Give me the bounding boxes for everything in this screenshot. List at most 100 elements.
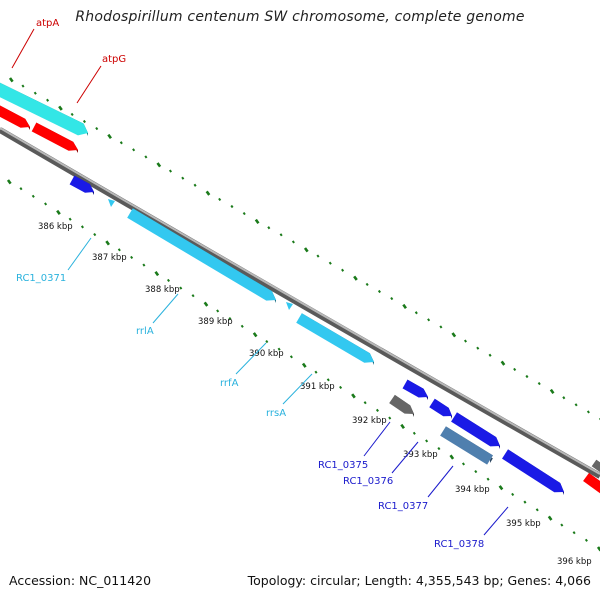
gene-label-RC1_0371[interactable]: RC1_0371: [16, 273, 66, 284]
gene-label-RC1_0375[interactable]: RC1_0375: [318, 460, 368, 471]
tick-mark-0-21: [267, 226, 271, 230]
tick-mark-0-28: [353, 275, 358, 281]
tick-mark-0-20: [254, 218, 260, 225]
leader-line-atpG: [76, 65, 102, 104]
tick-mark-1-7: [93, 232, 97, 237]
tick-mark-0-6: [82, 119, 86, 124]
tick-mark-0-17: [218, 197, 222, 201]
gene-label-RC1_0377[interactable]: RC1_0377: [378, 501, 428, 512]
tick-mark-0-47: [586, 410, 590, 414]
tick-mark-1-9: [117, 248, 121, 252]
gene-label-atpA[interactable]: atpA: [36, 18, 59, 29]
tick-mark-1-46: [572, 531, 576, 535]
tick-mark-0-30: [377, 289, 381, 294]
tick-mark-0-29: [365, 282, 369, 286]
tick-mark-1-45: [560, 523, 564, 527]
tick-mark-1-35: [437, 447, 441, 451]
gene-atpA-red-segment-face: [0, 105, 30, 128]
gene-RC1_0376-bar: [429, 398, 452, 419]
gene-rrfA-bar-face: [296, 313, 374, 363]
backbone-shadow: [0, 127, 600, 479]
tick-mark-1-8: [105, 240, 110, 246]
tick-mark-0-19: [242, 212, 246, 216]
tick-mark-1-38: [474, 469, 478, 474]
gene-gray-bar-face: [389, 394, 414, 414]
tick-mark-1-48: [596, 546, 600, 552]
tick-mark-1-39: [486, 477, 490, 481]
gene-atpG-bar-face: [31, 122, 78, 151]
tick-mark-0-46: [574, 403, 578, 407]
leader-line-RC1_0375: [363, 421, 391, 457]
tick-mark-1-4: [56, 209, 61, 215]
tick-mark-1-11: [142, 263, 146, 267]
gene-label-rrfA[interactable]: rrfA: [220, 378, 239, 389]
tick-mark-1-42: [523, 500, 527, 504]
tick-mark-1-34: [425, 439, 429, 443]
tick-mark-0-22: [279, 233, 283, 237]
tick-mark-1-6: [80, 225, 84, 229]
kbp-marker-label: 388 kbp: [145, 285, 180, 295]
tick-mark-1-44: [547, 515, 553, 521]
tick-rows: [6, 77, 600, 552]
leader-line-rrsA: [282, 373, 313, 405]
gene-label-rrlA[interactable]: rrlA: [136, 326, 154, 337]
tick-mark-0-0: [8, 77, 14, 83]
kbp-marker-label: 394 kbp: [455, 485, 490, 495]
tick-mark-1-37: [461, 462, 466, 466]
gene-RC1_0377-bar: [451, 412, 500, 449]
kbp-marker-label: 386 kbp: [38, 222, 73, 232]
tick-mark-1-17: [216, 309, 220, 313]
tick-mark-1-25: [314, 370, 318, 374]
tick-mark-0-24: [303, 247, 309, 253]
gene-RC1_0371-bar: [69, 175, 94, 195]
tick-mark-1-15: [191, 294, 195, 298]
gene-label-rrsA[interactable]: rrsA: [266, 408, 286, 419]
tick-mark-1-36: [449, 454, 455, 460]
kbp-marker-label: 389 kbp: [198, 317, 233, 327]
tick-mark-0-10: [132, 148, 136, 152]
tick-mark-0-14: [181, 176, 185, 180]
tick-mark-0-45: [562, 396, 566, 400]
tick-mark-1-28: [351, 393, 356, 399]
tick-mark-1-43: [535, 508, 539, 512]
leader-line-RC1_0371: [67, 237, 92, 271]
gene-label-atpG[interactable]: atpG: [102, 54, 126, 65]
gene-edge-red-bar: [583, 472, 600, 494]
topology-label: Topology: circular; Length: 4,355,543 bp…: [247, 573, 591, 588]
gene-label-RC1_0376[interactable]: RC1_0376: [343, 476, 393, 487]
tick-mark-1-13: [166, 278, 171, 282]
tick-mark-0-32: [402, 303, 407, 310]
tick-mark-0-31: [390, 297, 394, 301]
gene-label-RC1_0378[interactable]: RC1_0378: [434, 539, 484, 550]
tick-mark-0-43: [537, 382, 541, 386]
gene-RC1_0378-bar: [502, 449, 564, 495]
leader-line-rrlA: [152, 293, 179, 324]
chromosome-backbone: [0, 127, 600, 479]
tick-mark-0-1: [21, 84, 25, 88]
tick-mark-0-18: [230, 204, 234, 209]
tick-mark-1-23: [289, 355, 293, 359]
tick-mark-1-24: [301, 362, 307, 368]
map-title: Rhodospirillum centenum SW chromosome, c…: [75, 9, 525, 25]
tick-mark-0-2: [33, 91, 37, 95]
tick-mark-0-9: [119, 141, 123, 145]
leader-line-rrfA: [235, 342, 267, 375]
gene-RC1_0377-steel-bar-face: [440, 426, 493, 465]
tick-mark-0-15: [193, 183, 197, 187]
gene-RC1_0371-bar-face: [69, 175, 94, 193]
tick-mark-0-39: [488, 353, 492, 357]
tick-mark-0-7: [95, 127, 99, 131]
gene-rrlA-bar: [127, 208, 276, 303]
tick-mark-1-29: [363, 401, 367, 405]
leader-line-RC1_0376: [391, 441, 419, 474]
tick-mark-0-36: [451, 332, 457, 338]
feature-layer: [0, 82, 600, 495]
kbp-marker-label: 392 kbp: [352, 416, 387, 426]
tick-mark-1-3: [44, 202, 48, 206]
tick-mark-1-19: [240, 324, 244, 328]
tick-mark-1-0: [6, 179, 12, 185]
tick-mark-0-23: [291, 240, 295, 244]
gene-edge-red-bar-face: [583, 472, 600, 494]
